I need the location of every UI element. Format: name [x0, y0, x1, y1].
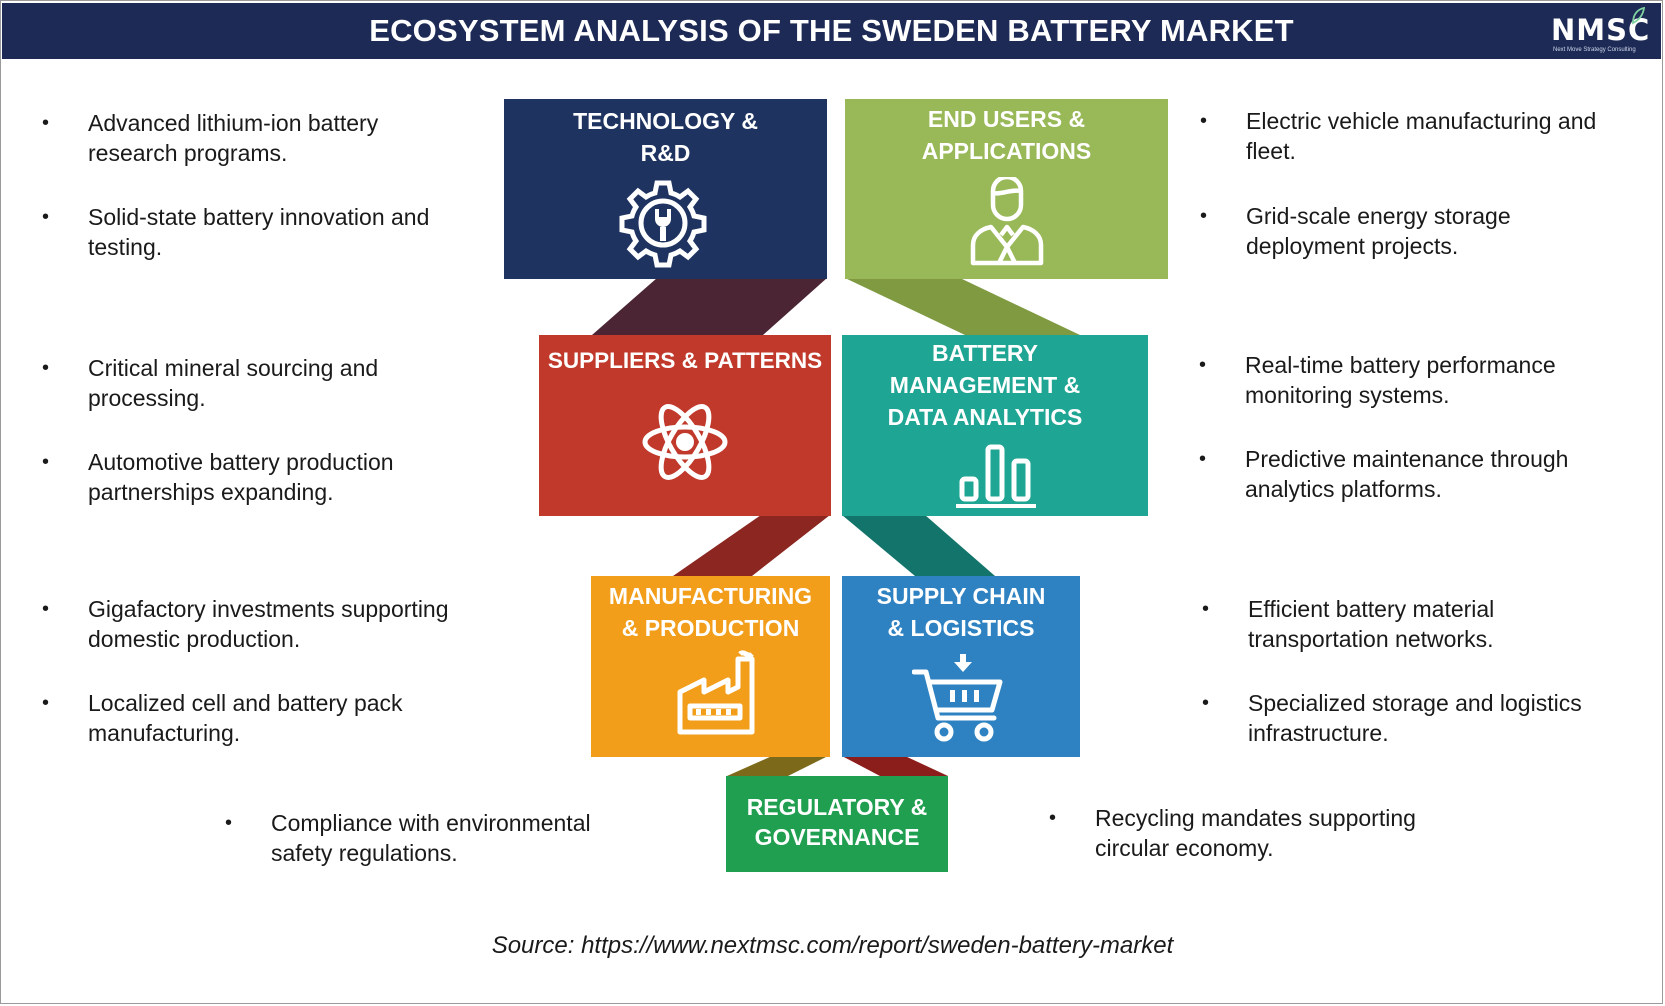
header-banner: ECOSYSTEM ANALYSIS OF THE SWEDEN BATTERY…: [2, 3, 1661, 59]
bullet-text: Compliance with environmental safety reg…: [271, 810, 591, 866]
end-users-title: END USERS & APPLICATIONS: [921, 106, 1092, 164]
bullet-text: Automotive battery production partnershi…: [88, 449, 394, 505]
connector-suppliers-to-manufacturing: [673, 515, 830, 576]
suppliers-partners-box: SUPPLIERS & PATTERNS: [539, 335, 831, 516]
atom-icon: [642, 404, 728, 480]
connector-tech-to-suppliers: [592, 278, 827, 335]
supply-chain-box: SUPPLY CHAIN & LOGISTICS: [842, 576, 1080, 757]
bullet-text: Recycling mandates supporting circular e…: [1095, 805, 1416, 861]
technology-rd-box: TECHNOLOGY & R&D: [504, 99, 827, 279]
bullet-symbol: •: [225, 812, 233, 834]
end-users-box: END USERS & APPLICATIONS: [845, 99, 1168, 279]
bullet-symbol: •: [1199, 448, 1207, 470]
connector-bms-to-supplychain: [842, 515, 995, 576]
bullet-symbol: •: [42, 357, 50, 379]
page-title: ECOSYSTEM ANALYSIS OF THE SWEDEN BATTERY…: [369, 13, 1294, 48]
bullet-symbol: •: [1202, 692, 1210, 714]
battery-management-title: BATTERY MANAGEMENT & DATA ANALYTICS: [887, 340, 1083, 430]
battery-management-box: BATTERY MANAGEMENT & DATA ANALYTICS: [842, 335, 1148, 516]
bullet-text: Efficient battery material transportatio…: [1248, 596, 1495, 652]
suppliers-title: SUPPLIERS & PATTERNS: [547, 348, 823, 373]
connector-endusers-to-bms: [845, 278, 1080, 335]
bullet-symbol: •: [42, 692, 50, 714]
manufacturing-box: MANUFACTURING & PRODUCTION: [591, 576, 830, 757]
bullet-text: Critical mineral sourcing and processing…: [88, 355, 379, 411]
bullet-symbol: •: [42, 598, 50, 620]
bullet-symbol: •: [1199, 354, 1207, 376]
user-person-icon: [970, 177, 1044, 266]
bar-chart-icon: [956, 444, 1036, 508]
bullet-text: Gigafactory investments supporting domes…: [88, 596, 449, 652]
connector-supplychain-to-regulatory: [842, 756, 948, 776]
bullet-text: Real-time battery performance monitoring…: [1245, 352, 1556, 408]
regulatory-title: REGULATORY & GOVERNANCE: [746, 794, 928, 850]
factory-icon: [677, 650, 755, 735]
bullet-text: Localized cell and battery pack manufact…: [88, 690, 403, 746]
logo-tagline: Next Move Strategy Consulting: [1553, 47, 1636, 53]
bullet-text: Advanced lithium-ion battery research pr…: [88, 110, 379, 166]
technology-rd-title: TECHNOLOGY & R&D: [573, 108, 758, 166]
manufacturing-title: MANUFACTURING & PRODUCTION: [608, 583, 813, 641]
bullet-text: Grid-scale energy storage deployment pro…: [1246, 203, 1511, 259]
bullet-symbol: •: [42, 451, 50, 473]
bullet-symbol: •: [1200, 110, 1208, 132]
bullet-text: Electric vehicle manufacturing and fleet…: [1246, 108, 1597, 164]
source-citation: Source: https://www.nextmsc.com/report/s…: [491, 932, 1174, 959]
leaf-icon: [1632, 7, 1645, 25]
bullet-symbol: •: [1049, 807, 1057, 829]
supply-chain-title: SUPPLY CHAIN & LOGISTICS: [876, 583, 1046, 641]
bullet-symbol: •: [42, 206, 50, 228]
nmsc-logo: NMSC Next Move Strategy Consulting: [1551, 7, 1649, 53]
bullet-symbol: •: [1202, 598, 1210, 620]
bullet-text: Predictive maintenance through analytics…: [1245, 446, 1569, 502]
shopping-cart-icon: [912, 654, 1003, 742]
bullet-symbol: •: [42, 112, 50, 134]
bullet-text: Specialized storage and logistics infras…: [1248, 690, 1582, 746]
bullet-symbol: •: [1200, 205, 1208, 227]
regulatory-box: REGULATORY & GOVERNANCE: [726, 776, 948, 872]
bullet-text: Solid-state battery innovation and testi…: [88, 204, 430, 260]
connector-manufacturing-to-regulatory: [727, 756, 828, 776]
gear-wrench-icon: [619, 180, 707, 268]
